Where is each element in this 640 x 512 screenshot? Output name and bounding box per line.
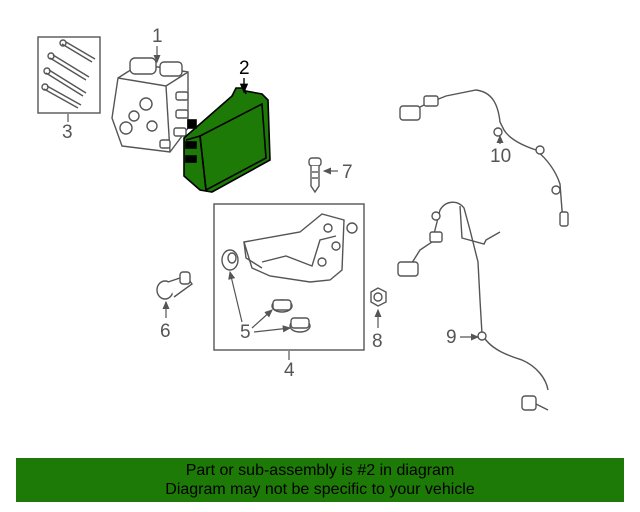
- parts-diagram: 1 2 3 4 5 6 7 8 9 10: [37, 26, 569, 411]
- callout-2: 2: [239, 58, 250, 94]
- svg-text:10: 10: [490, 146, 511, 167]
- push-pin-part: [308, 157, 322, 194]
- callout-6: 6: [160, 300, 171, 342]
- bolt-part: [156, 271, 193, 300]
- sensor-harness-part: [399, 89, 569, 227]
- nut-part: [370, 287, 387, 307]
- callout-3: 3: [62, 114, 73, 143]
- callout-7: 7: [322, 162, 353, 183]
- bolt-kit-part: [37, 36, 101, 114]
- grommet-part: [221, 249, 311, 333]
- sensor-cable-part: [397, 201, 549, 411]
- callout-9: 9: [446, 327, 480, 348]
- part-info-banner: Part or sub-assembly is #2 in diagram Di…: [16, 458, 624, 502]
- svg-text:2: 2: [239, 58, 250, 79]
- svg-text:4: 4: [284, 360, 295, 381]
- svg-text:9: 9: [446, 327, 457, 348]
- callout-5: 5: [228, 270, 292, 343]
- svg-text:8: 8: [372, 331, 383, 352]
- callout-4: 4: [284, 351, 295, 381]
- hydraulic-unit-part: [111, 57, 189, 153]
- svg-text:6: 6: [160, 321, 171, 342]
- svg-text:3: 3: [62, 122, 73, 143]
- banner-line-disclaimer: Diagram may not be specific to your vehi…: [165, 481, 475, 498]
- callout-8: 8: [372, 308, 383, 352]
- banner-line-part-number: Part or sub-assembly is #2 in diagram: [185, 462, 455, 479]
- control-module-part: [183, 87, 271, 193]
- svg-text:1: 1: [152, 26, 163, 47]
- svg-text:5: 5: [240, 322, 251, 343]
- callout-1: 1: [152, 26, 163, 64]
- callout-10: 10: [490, 134, 511, 167]
- svg-text:7: 7: [342, 162, 353, 183]
